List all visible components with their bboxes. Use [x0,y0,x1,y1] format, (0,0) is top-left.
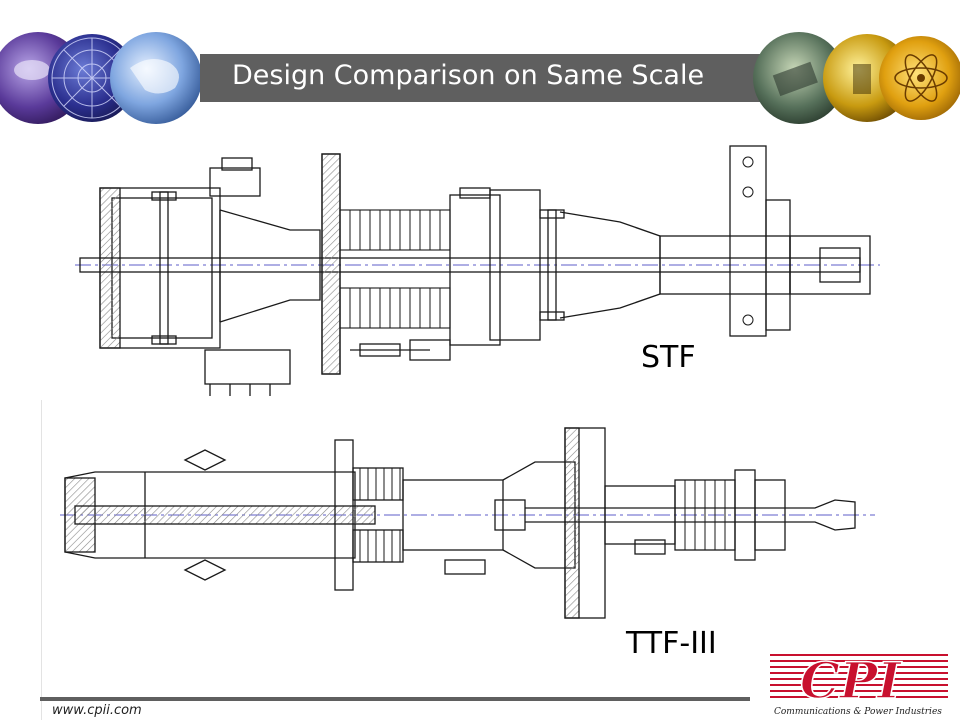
page-title: Design Comparison on Same Scale [232,60,705,91]
svg-text:Communications & Power Industr: Communications & Power Industries [774,707,942,717]
atom-photo-icon [879,36,960,120]
header-photo-circles-right [753,32,960,124]
svg-text:CPI: CPI [800,651,902,710]
radar-grid-photo-icon [48,34,136,122]
header-photo-circles-left [0,32,202,124]
footer-url: www.cpii.com [52,703,142,718]
left-guide-line [41,130,42,720]
stf-label: STF [641,340,696,375]
ttf-iii-label: TTF-III [626,626,717,661]
cpi-logo: CPI Communications & Power Industries [770,650,948,717]
footer-line [40,697,750,701]
stf-coupler-drawing [75,145,880,396]
title-bar [200,54,760,102]
ttf-iii-coupler-drawing [60,427,875,619]
equipment-photo-icon [753,32,845,124]
earth-globe-photo-icon [110,32,202,124]
